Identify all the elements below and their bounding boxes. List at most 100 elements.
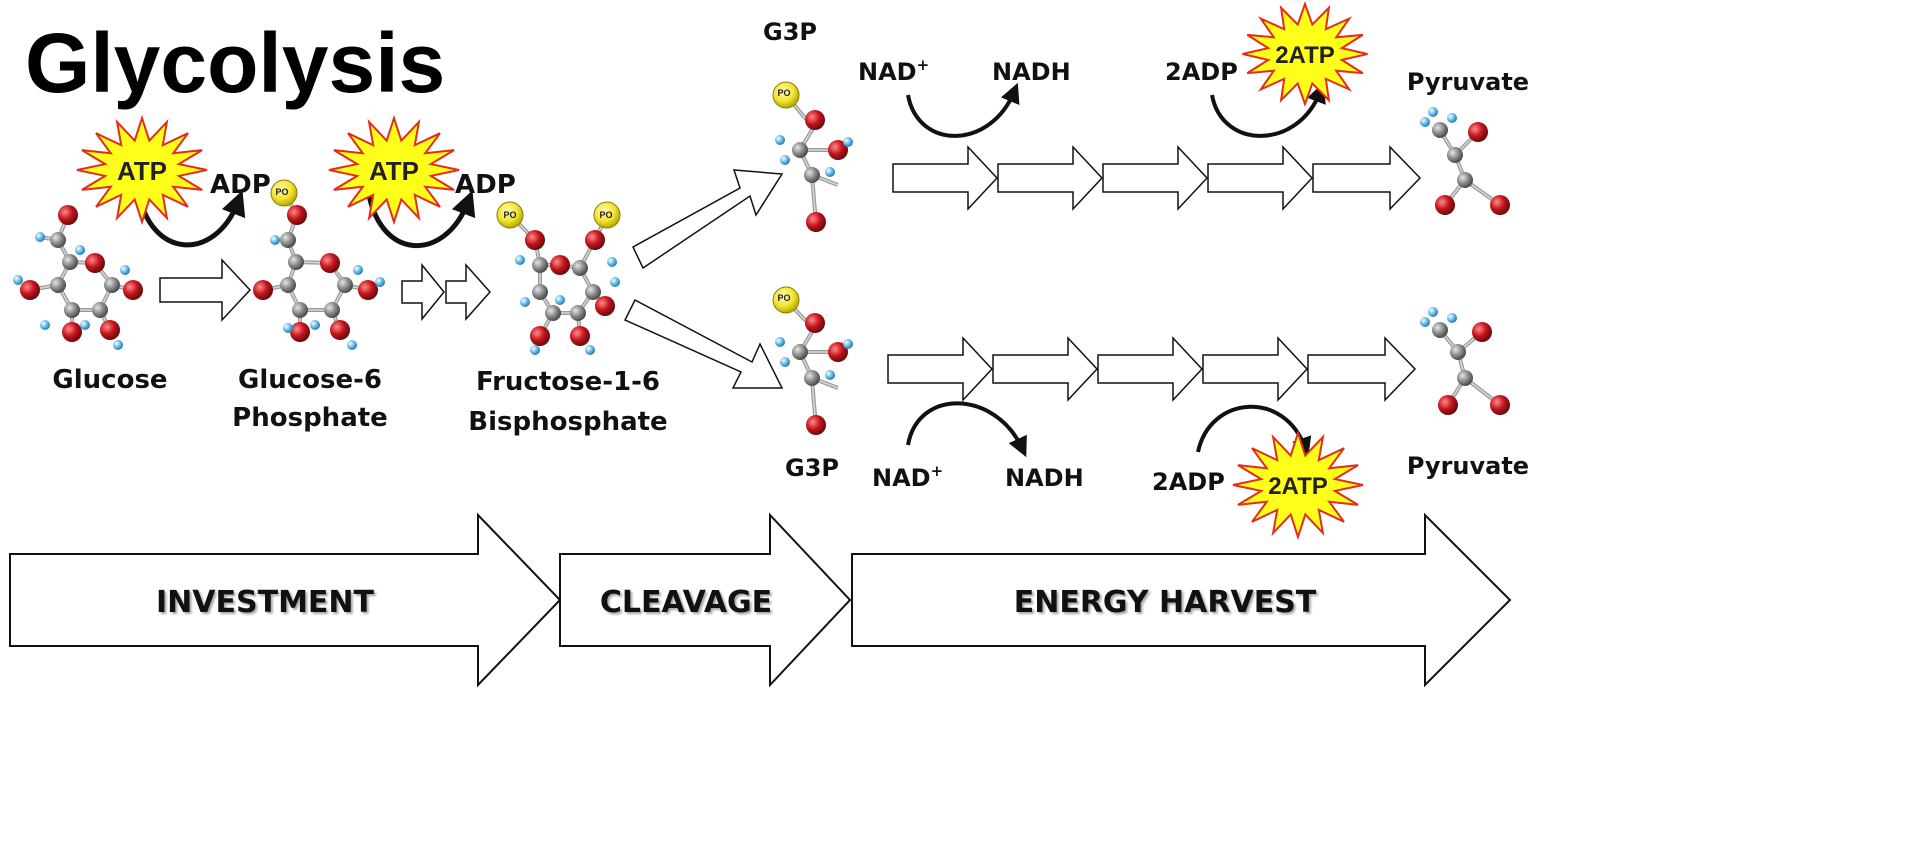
carbon-atom — [280, 232, 296, 248]
oxygen-atom — [806, 415, 826, 435]
g6p-step-arrow-1-icon — [401, 262, 445, 322]
phosphate-label-g3p-bottom: PO — [777, 293, 790, 303]
oxygen-atom — [1435, 195, 1455, 215]
carbon-atom — [1447, 147, 1463, 163]
hydrogen-atom — [1447, 113, 1457, 123]
phosphate-label-g6p: PO — [275, 187, 288, 197]
g3p-top-label: G3P — [763, 18, 817, 46]
adp-2-label: ADP — [455, 170, 516, 200]
energy-harvest-stage-arrow-icon — [851, 512, 1512, 688]
carbon-atom — [1450, 344, 1466, 360]
carbon-atom — [545, 305, 561, 321]
hydrogen-atom — [75, 245, 85, 255]
hydrogen-atom — [347, 340, 357, 350]
oxygen-atom — [595, 296, 615, 316]
nad-bottom-label: NAD+ — [872, 462, 943, 492]
hydrogen-atom — [113, 340, 123, 350]
g3p-bottom-molecule-icon — [772, 286, 853, 435]
phosphate-atom — [772, 286, 800, 314]
glucose-6-phosphate-molecule-icon — [253, 179, 385, 350]
oxygen-atom — [100, 320, 120, 340]
hydrogen-atom — [283, 323, 293, 333]
nad-bottom-plus: + — [931, 462, 944, 480]
carbon-atom — [50, 277, 66, 293]
hydrogen-atom — [1447, 313, 1457, 323]
hydrogen-atom — [530, 345, 540, 355]
top-arrow-4-icon — [1207, 145, 1314, 211]
carbon-atom — [572, 260, 588, 276]
hydrogen-atom — [80, 320, 90, 330]
carbon-atom — [1457, 370, 1473, 386]
hydrogen-atom — [775, 337, 785, 347]
carbon-atom — [50, 232, 66, 248]
cleavage-stage-arrow-icon — [559, 512, 852, 688]
phosphate-label-f16bp-right: PO — [599, 210, 612, 220]
oxygen-atom — [530, 326, 550, 346]
oxygen-atom — [320, 253, 340, 273]
top-arrow-2-icon — [997, 145, 1104, 211]
g6p-label-line2: Phosphate — [232, 403, 388, 433]
oxygen-atom — [1472, 322, 1492, 342]
carbon-atom — [792, 344, 808, 360]
hydrogen-atom — [607, 257, 617, 267]
nad-top-label: NAD+ — [858, 56, 929, 86]
hydrogen-atom — [515, 255, 525, 265]
oxygen-atom — [1468, 122, 1488, 142]
oxygen-atom — [58, 205, 78, 225]
phosphate-atom — [270, 179, 298, 207]
oxygen-atom — [805, 110, 825, 130]
bottom-arrow-4-icon — [1202, 336, 1309, 402]
phosphate-atom — [496, 201, 524, 229]
oxygen-atom — [828, 140, 848, 160]
starburst-shape — [1232, 429, 1364, 541]
carbon-atom — [804, 167, 820, 183]
oxygen-atom — [1438, 395, 1458, 415]
phosphate-atom — [593, 201, 621, 229]
oxygen-atom — [525, 230, 545, 250]
carbon-atom — [288, 254, 304, 270]
oxygen-atom — [62, 322, 82, 342]
cleavage-stage-label: CLEAVAGE — [600, 585, 772, 620]
oxygen-atom — [570, 326, 590, 346]
hydrogen-atom — [520, 297, 530, 307]
carbon-atom — [1457, 172, 1473, 188]
oxygen-atom — [550, 255, 570, 275]
hydrogen-atom — [375, 277, 385, 287]
hydrogen-atom — [40, 320, 50, 330]
adp2-top-label: 2ADP — [1165, 58, 1238, 86]
pyruvate-bottom-label: Pyruvate — [1407, 452, 1529, 480]
hydrogen-atom — [843, 339, 853, 349]
pyruvate-top-label: Pyruvate — [1407, 68, 1529, 96]
energy-harvest-stage-label: ENERGY HARVEST — [1014, 585, 1317, 620]
g6p-step-arrow-2-icon — [445, 263, 492, 321]
oxygen-atom — [85, 253, 105, 273]
glucose-label: Glucose — [52, 365, 167, 395]
carbon-atom — [585, 284, 601, 300]
nadh-bottom-label: NADH — [1005, 464, 1084, 492]
hydrogen-atom — [1420, 117, 1430, 127]
page-title: Glycolysis — [25, 16, 445, 110]
hydrogen-atom — [825, 167, 835, 177]
carbon-atom — [532, 284, 548, 300]
hydrogen-atom — [775, 135, 785, 145]
oxygen-atom — [585, 230, 605, 250]
carbon-atom — [280, 277, 296, 293]
carbon-atom — [792, 142, 808, 158]
oxygen-atom — [123, 280, 143, 300]
fructose-1-6-bisphosphate-molecule-icon — [496, 201, 621, 355]
carbon-atom — [292, 302, 308, 318]
carbon-atom — [92, 302, 108, 318]
g6p-label-line1: Glucose-6 — [238, 365, 382, 395]
atp2-bottom-label: 2ATP — [1268, 473, 1328, 500]
bottom-arrow-3-icon — [1097, 336, 1204, 402]
atp2-top-label: 2ATP — [1275, 42, 1335, 69]
adp-bottom-curved-arrow-icon — [1196, 404, 1312, 458]
hydrogen-atom — [780, 155, 790, 165]
carbon-atom — [532, 257, 548, 273]
oxygen-atom — [253, 280, 273, 300]
investment-stage-label: INVESTMENT — [156, 585, 375, 620]
adp-top-curved-arrow-icon — [1210, 82, 1326, 138]
carbon-atom — [64, 302, 80, 318]
carbon-atom — [1432, 122, 1448, 138]
